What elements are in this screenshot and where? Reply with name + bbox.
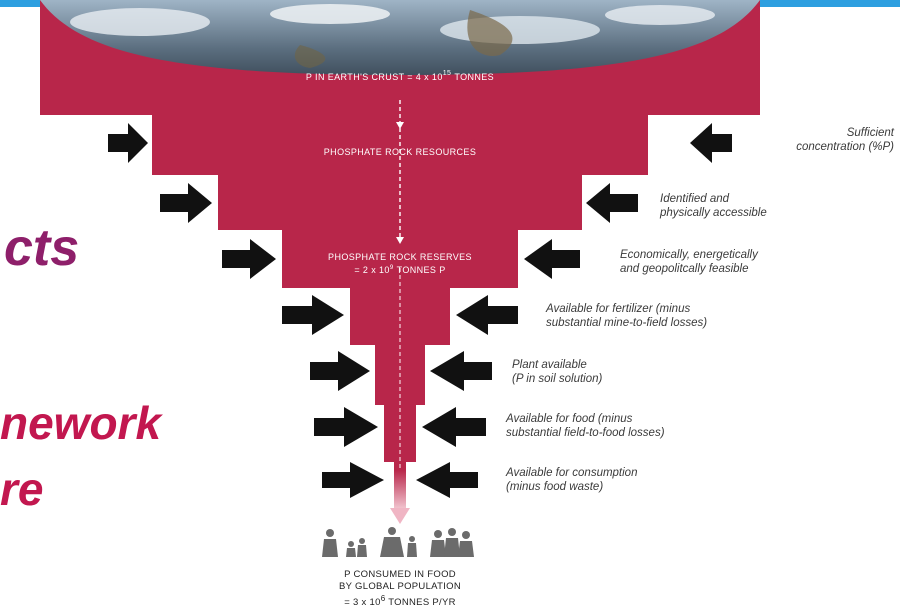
right-arrows — [416, 123, 732, 498]
slide-title-fragment-3: re — [0, 463, 44, 515]
filter-note-1: Sufficient concentration (%P) — [758, 126, 894, 154]
left-arrow-6 — [314, 407, 378, 447]
filter-note-line: and geopolitcally feasible — [620, 263, 749, 275]
reserves-label: PHOSPHATE ROCK RESERVES — [328, 252, 472, 262]
consumed-prefix: = 3 x 10 — [344, 597, 381, 609]
filter-note-7: Available for consumption (minus food wa… — [506, 466, 637, 494]
left-arrow-3 — [222, 239, 276, 279]
consumed-unit: TONNES P/YR — [388, 597, 456, 609]
stem-arrowhead — [390, 508, 410, 524]
resources-label: PHOSPHATE ROCK RESOURCES — [324, 147, 476, 157]
consumed-line-2: BY GLOBAL POPULATION — [339, 581, 461, 592]
filter-note-line: Available for consumption — [506, 467, 638, 479]
consumed-line-1: P CONSUMED IN FOOD — [344, 569, 456, 580]
right-arrow-1 — [690, 123, 732, 163]
flow-arrowhead-2 — [396, 237, 404, 244]
filter-note-6: Available for food (minus substantial fi… — [506, 412, 665, 440]
filter-note-2: Identified and physically accessible — [660, 192, 767, 220]
filter-note-line: Identified and — [660, 193, 730, 205]
right-arrow-2 — [586, 183, 638, 223]
filter-note-5: Plant available (P in soil solution) — [512, 358, 602, 386]
right-arrow-3 — [524, 239, 580, 279]
filter-note-line: Available for fertilizer (minus — [546, 303, 691, 315]
filter-note-4: Available for fertilizer (minus substant… — [546, 302, 707, 330]
filter-note-line: concentration (%P) — [796, 141, 894, 153]
filter-note-line: substantial mine-to-field losses) — [546, 317, 708, 329]
flow-arrowhead-1 — [396, 122, 404, 129]
population-icon — [322, 527, 474, 557]
left-arrow-1 — [108, 123, 148, 163]
right-arrow-5 — [430, 351, 492, 391]
filter-note-line: physically accessible — [660, 207, 767, 219]
right-arrow-6 — [422, 407, 486, 447]
consumed-exponent: 6 — [380, 594, 386, 603]
filter-note-line: (P in soil solution) — [512, 373, 603, 385]
left-arrows — [108, 123, 384, 498]
filter-note-line: Available for food (minus — [506, 413, 633, 425]
filter-note-line: substantial field-to-food losses) — [506, 427, 665, 439]
right-arrow-7 — [416, 462, 478, 498]
filter-note-line: (minus food waste) — [506, 481, 604, 493]
left-arrow-4 — [282, 295, 344, 335]
filter-note-3: Economically, energetically and geopolit… — [620, 248, 758, 276]
left-arrow-5 — [310, 351, 370, 391]
slide-title-fragment-1: cts — [4, 219, 80, 277]
left-arrow-7 — [322, 462, 384, 498]
consumed-line-3: = 3 x 106 TONNES P/YR — [290, 593, 510, 609]
funnel-stem — [394, 470, 406, 510]
slide-title-fragment-2: nework — [0, 397, 162, 449]
left-arrow-2 — [160, 183, 212, 223]
funnel-body — [40, 0, 760, 490]
right-arrow-4 — [456, 295, 518, 335]
consumed-label: P CONSUMED IN FOOD BY GLOBAL POPULATION … — [290, 569, 510, 609]
filter-note-line: Sufficient — [846, 127, 894, 139]
filter-note-line: Plant available — [512, 359, 587, 371]
filter-note-line: Economically, energetically — [620, 249, 758, 261]
